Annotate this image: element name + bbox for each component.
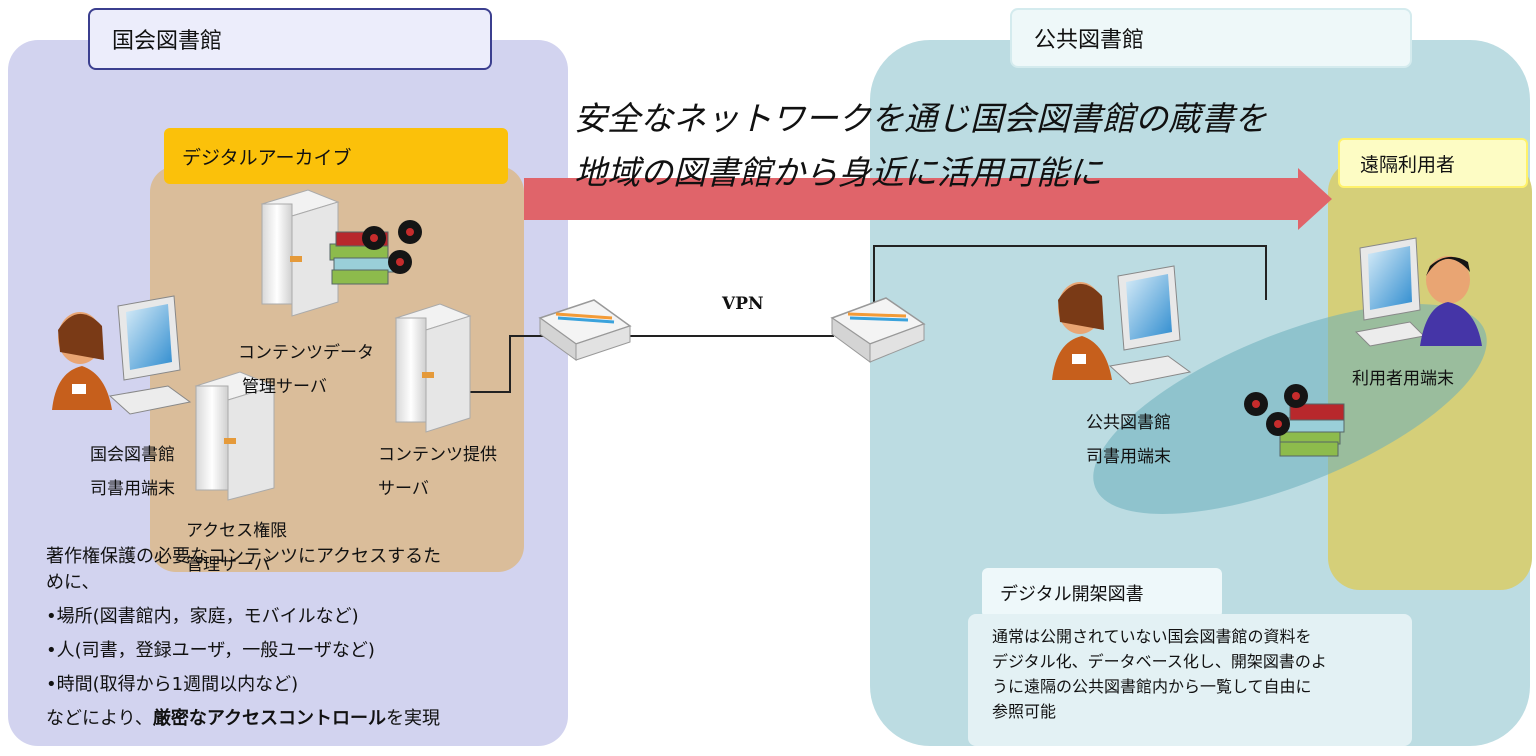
public-terminal-label: 公共図書館 司書用端末 — [1086, 413, 1171, 467]
remote-terminal-label: 利用者用端末 — [1352, 369, 1454, 389]
digital-shelf-label: デジタル開架図書 — [982, 568, 1222, 618]
public-library-title: 公共図書館 — [1010, 8, 1412, 68]
access-control-bullet: •場所(図書館内，家庭，モバイルなど) — [46, 606, 359, 627]
server-icon — [194, 371, 276, 501]
router-icon — [538, 299, 632, 361]
access-control-line1: 著作権保護の必要なコンテンツにアクセスするた — [46, 546, 442, 567]
access-control-bullet: •時間(取得から1週間以内など) — [46, 674, 299, 695]
flow-arrow-icon — [524, 168, 1332, 230]
access-control-line2: めに、 — [46, 572, 100, 593]
ndl-title: 国会図書館 — [88, 8, 492, 70]
person-at-computer-icon — [52, 295, 192, 415]
access-server-label: アクセス権限 管理サーバ — [186, 521, 288, 575]
digital-shelf-description: 通常は公開されていない国会図書館の資料を デジタル化、データベース化し、開架図書… — [968, 614, 1412, 746]
books-and-discs-icon — [329, 220, 422, 285]
remote-user-label: 遠隔利用者 — [1338, 138, 1528, 188]
router-icon — [830, 297, 926, 363]
server-icon — [260, 189, 340, 317]
user-at-computer-icon — [1354, 237, 1482, 347]
content-data-server-label: コンテンツデータ 管理サーバ — [238, 343, 374, 397]
digital-archive-label: デジタルアーカイブ — [164, 128, 508, 184]
content-provide-server-label: コンテンツ提供 サーバ — [378, 445, 497, 499]
access-control-bullet: •人(司書，登録ユーザ，一般ユーザなど) — [46, 640, 375, 661]
access-control-emphasis: 厳密なアクセスコントロール — [152, 708, 387, 729]
ndl-terminal-label: 国会図書館 司書用端末 — [90, 445, 175, 499]
books-and-discs-icon — [1244, 384, 1345, 457]
person-at-computer-icon — [1052, 265, 1192, 385]
server-icon — [394, 303, 472, 433]
vpn-label: VPN — [722, 294, 764, 314]
headline-line1: 安全なネットワークを通じ国会図書館の蔵書を — [574, 99, 1267, 138]
access-control-last-line: などにより、厳密なアクセスコントロールを実現 — [46, 708, 441, 729]
headline-line2: 地域の図書館から身近に活用可能に — [574, 153, 1102, 192]
access-control-text: 著作権保護の必要なコンテンツにアクセスするた めに、 •場所(図書館内，家庭，モ… — [46, 540, 441, 736]
